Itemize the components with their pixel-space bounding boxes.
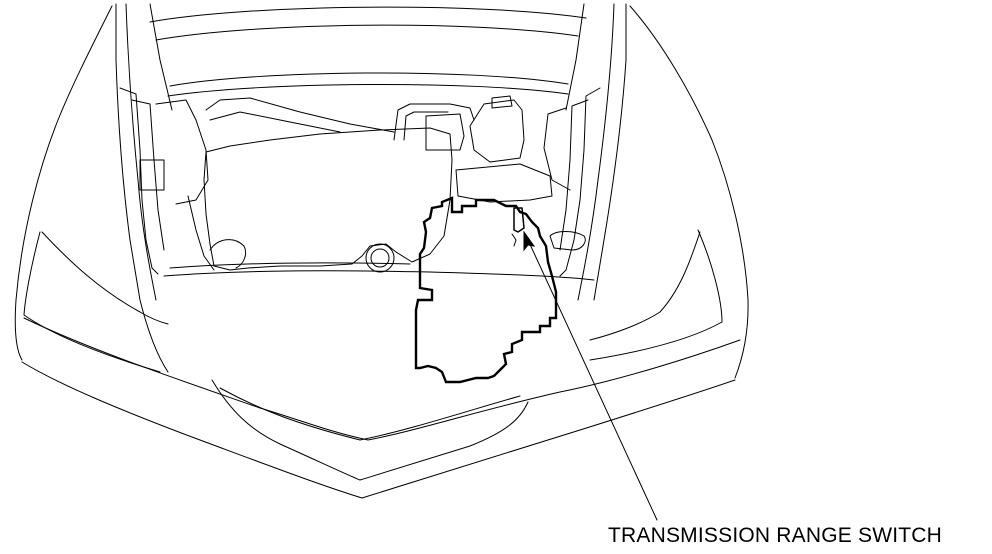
intake-components [205,95,586,251]
reservoir-cap [491,95,513,109]
right-fender-inner [589,229,723,361]
left-rail-block [139,159,165,191]
left-cover-mount [209,239,247,269]
front-chin-line [211,379,529,481]
transmission-range-switch-label: TRANSMISSION RANGE SWITCH [608,524,943,547]
hood-under-curve [155,24,579,41]
left-inner-rail-2 [131,99,165,251]
transmission-range-switch [511,207,525,247]
bumper-upper-line [23,317,741,441]
hood-left-edge-inner [125,3,157,301]
hood-right-edge-inner [577,3,615,301]
engine-cover-outline [203,127,453,271]
transmission-outline [414,196,558,384]
engine-cover-left-edge [187,195,215,271]
hood-top [149,6,587,23]
leader-line [527,239,658,521]
left-top-pipe [205,97,395,133]
left-hood-strut [149,3,173,111]
left-headlight [41,231,169,325]
left-top-pipe-2 [209,111,341,133]
left-inner-rail [119,87,159,275]
right-hood-strut [565,3,585,111]
bumper-lower-line [21,361,736,499]
front-grille-line [219,387,521,441]
reservoir-tank [469,99,525,163]
right-fender-outline [629,5,749,379]
transmission [414,196,558,384]
leader-arrowhead [523,230,536,252]
engine-cover [163,127,595,281]
battery-area [455,163,553,203]
hood-cowl-line [169,72,569,87]
intake-hose [393,103,475,141]
front-cross-member [163,270,595,281]
right-inner-rail-2 [559,99,589,251]
callout-leader [523,230,658,521]
hood-right-edge [593,3,627,301]
engine-bay-rails [119,87,601,277]
range-switch-body [513,207,525,233]
oil-filler-cap-inner [370,248,390,268]
oil-filler-cap [365,243,395,273]
left-fender-outline [14,5,113,361]
left-rail-bracket [155,99,209,205]
front-cross-member-2 [169,262,411,269]
left-fender-inner [23,231,161,373]
right-fuse-box [549,231,586,251]
right-inner-rail [559,87,601,277]
right-headlight [589,231,701,341]
air-box [425,113,465,151]
intake-hose-inner [403,111,449,141]
hood [115,3,627,373]
hood-left-edge [115,3,169,373]
car-body [14,5,749,499]
hood-cowl-line-2 [167,83,569,97]
right-rail-bracket [543,107,571,191]
range-switch-lever [511,233,517,247]
